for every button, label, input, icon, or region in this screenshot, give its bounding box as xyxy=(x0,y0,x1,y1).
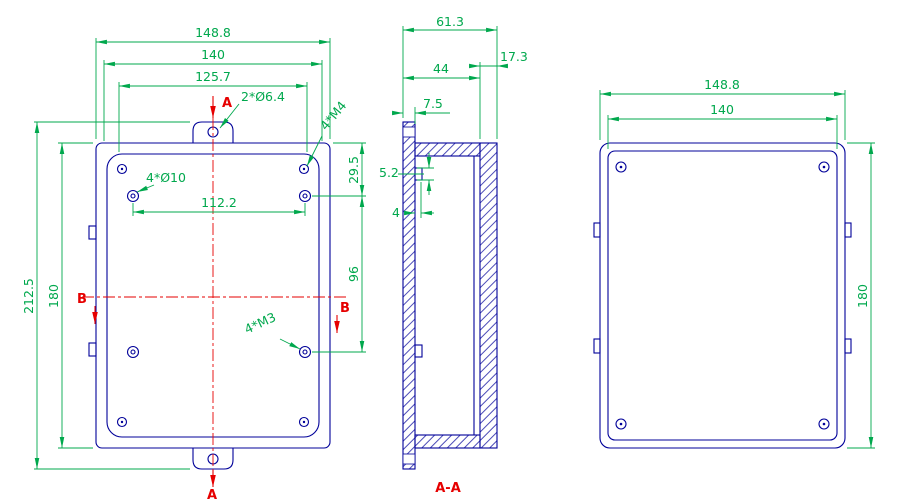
dim-section-lid-depth: 17.3 xyxy=(500,49,528,64)
front-view: 148.8 140 125.7 112.2 212.5 180 xyxy=(21,25,366,500)
side-lug xyxy=(88,342,97,357)
back-lug xyxy=(593,338,601,354)
section-dimensions: 61.3 44 17.3 7.5 5.2 4 xyxy=(379,14,528,220)
section-top-wall xyxy=(414,142,481,157)
dim-back-overall-width: 148.8 xyxy=(704,77,740,92)
section-marker-a-bottom: A xyxy=(207,488,217,500)
dim-section-base-depth: 44 xyxy=(433,61,449,76)
section-view-title: A-A xyxy=(435,481,461,496)
front-corner-screws xyxy=(116,163,310,428)
label-boss-threads: 4*M3 xyxy=(242,309,278,337)
section-marker-b-right: B xyxy=(340,301,350,316)
front-section-markers: A A B B xyxy=(77,96,350,500)
dim-section-wall: 7.5 xyxy=(423,96,443,111)
dim-front-overall-height: 212.5 xyxy=(21,278,36,314)
section-tab-hole-top xyxy=(402,126,416,138)
dim-front-lid-width: 125.7 xyxy=(195,69,231,84)
back-body-outline xyxy=(599,142,846,449)
dim-front-boss-spacing-x: 112.2 xyxy=(201,195,237,210)
front-dimensions: 148.8 140 125.7 112.2 212.5 180 xyxy=(21,25,366,470)
side-lug xyxy=(88,225,97,240)
label-tab-holes: 2*Ø6.4 xyxy=(241,89,285,104)
back-view: 148.8 140 180 xyxy=(593,77,875,449)
dim-back-body-width: 140 xyxy=(710,102,734,117)
front-centerlines xyxy=(82,118,348,471)
back-lug xyxy=(844,338,852,354)
section-tab-hole-bottom xyxy=(402,453,416,465)
dim-front-overall-width: 148.8 xyxy=(195,25,231,40)
dim-back-body-height: 180 xyxy=(855,284,870,308)
back-view-outline xyxy=(593,142,852,449)
front-leaders: 2*Ø6.4 4*M4 4*Ø10 4*M3 xyxy=(136,89,350,350)
dim-front-body-height: 180 xyxy=(46,284,61,308)
section-bottom-wall xyxy=(414,434,481,449)
dim-front-boss-spacing-y: 96 xyxy=(346,266,361,282)
back-inner-edge xyxy=(607,150,838,441)
back-dimensions: 148.8 140 180 xyxy=(599,77,875,449)
section-back-flange xyxy=(402,121,416,470)
dim-section-overall-depth: 61.3 xyxy=(436,14,464,29)
dim-section-tab-depth: 4 xyxy=(392,205,400,220)
section-geometry xyxy=(402,121,498,470)
back-lug xyxy=(593,222,601,238)
label-bosses: 4*Ø10 xyxy=(146,170,186,185)
dim-front-body-width: 140 xyxy=(201,47,225,62)
dim-front-boss-offset-y: 29.5 xyxy=(346,156,361,184)
dim-section-tab-height: 5.2 xyxy=(379,165,399,180)
front-bosses xyxy=(126,189,312,359)
section-marker-a-top: A xyxy=(222,96,232,111)
front-view-outline xyxy=(88,121,331,470)
section-view: 61.3 44 17.3 7.5 5.2 4 A-A xyxy=(379,14,528,496)
section-lid xyxy=(479,142,498,449)
back-lug xyxy=(844,222,852,238)
back-corner-screws xyxy=(615,161,830,430)
section-tab-lower xyxy=(414,344,423,358)
section-marker-b-left: B xyxy=(77,292,87,307)
